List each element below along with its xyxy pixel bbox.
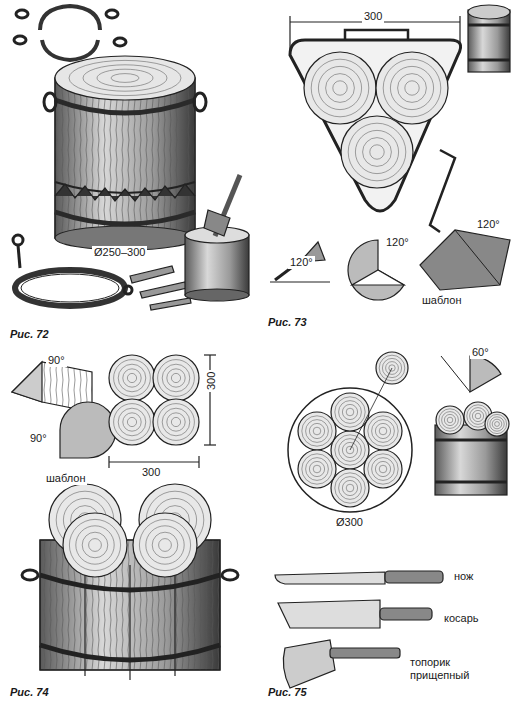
- dimension-label: 300: [205, 370, 218, 392]
- template-label: шаблон: [420, 294, 463, 307]
- tool-label: нож: [452, 570, 475, 583]
- angle-label: 60°: [470, 346, 491, 359]
- angle-label: 90°: [46, 354, 67, 367]
- angle-label: 120°: [288, 256, 315, 269]
- dimension-label: Ø300: [334, 516, 365, 529]
- angle-label: 90°: [28, 432, 49, 445]
- dimension-label: 300: [140, 466, 162, 479]
- tool-label: косарь: [442, 612, 481, 625]
- dimension-label: 300: [362, 10, 384, 23]
- figure-number: Рис. 72: [8, 328, 51, 341]
- figure-number: Рис. 75: [266, 686, 309, 699]
- angle-label: 120°: [384, 236, 411, 249]
- figure-number: Рис. 74: [8, 686, 51, 699]
- template-label: шаблон: [44, 472, 87, 485]
- figure-number: Рис. 73: [266, 316, 309, 329]
- tool-label: топорик прищепный: [408, 656, 478, 681]
- angle-label: 120°: [475, 218, 502, 231]
- dimension-label: Ø250–300: [92, 246, 147, 259]
